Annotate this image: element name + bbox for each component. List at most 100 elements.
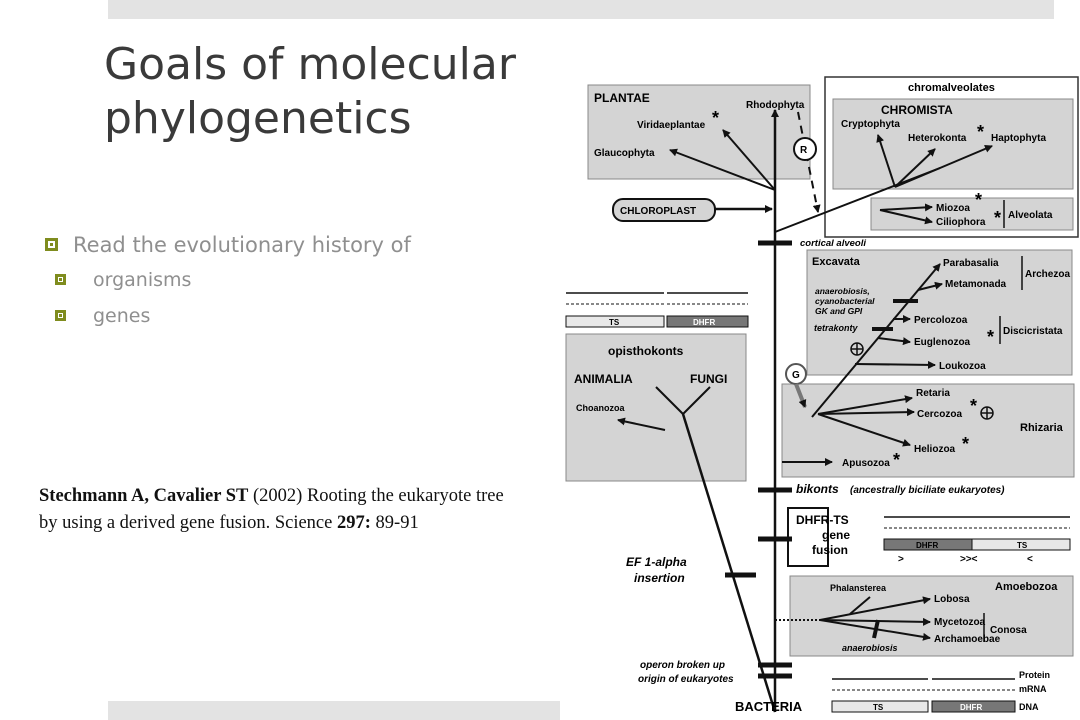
operon-label: origin of eukaryotes xyxy=(638,674,734,685)
heterokonta-label: Heterokonta xyxy=(908,133,967,144)
chromista-box xyxy=(832,98,1074,190)
bact-dhfr-box xyxy=(931,700,1016,713)
ef-label: insertion xyxy=(634,571,685,585)
choanozoa-label: Choanozoa xyxy=(576,403,625,413)
chromista-label: CHROMISTA xyxy=(881,103,953,117)
hapto-arrow xyxy=(894,145,993,188)
lobosa-arrow xyxy=(819,596,931,621)
dhfrts-title: gene xyxy=(822,528,850,542)
title-line-2: phylogenetics xyxy=(104,93,412,144)
anaerobiosis-label: GK and GPI xyxy=(815,306,863,316)
bact-ts-label: TS xyxy=(873,703,884,712)
star-mark: * xyxy=(970,396,977,416)
glauco-arrow xyxy=(669,148,776,191)
operon-label: operon broken up xyxy=(640,660,725,671)
bullet-sub-text: organisms xyxy=(93,269,192,291)
citation-text: Rooting the eukaryote tree by using a de… xyxy=(39,486,504,533)
bullet-main-text: Read the evolutionary history of xyxy=(73,233,411,257)
plantae-label: PLANTAE xyxy=(594,91,650,105)
metamonada-label: Metamonada xyxy=(945,279,1007,290)
cortical-alveoli-label: cortical alveoli xyxy=(800,238,866,249)
citation: Stechmann A, Cavalier ST (2002) Rooting … xyxy=(39,483,519,537)
citation-year: (2002) xyxy=(252,486,303,506)
haptophyta-label: Haptophyta xyxy=(991,133,1046,144)
dhfrts-title: DHFR-TS xyxy=(796,513,849,527)
rhizaria-label: Rhizaria xyxy=(1020,422,1064,434)
heterokonta-arrow xyxy=(894,148,936,188)
loukozoa-label: Loukozoa xyxy=(939,361,986,372)
opisthokont-branch xyxy=(681,413,777,713)
miozoa-arrow xyxy=(879,203,933,212)
plantae-box xyxy=(587,84,811,180)
star-mark: * xyxy=(977,122,984,142)
archezoa-label: Archezoa xyxy=(1025,269,1070,280)
bullet-sub-genes: genes xyxy=(55,298,411,334)
ts-gene-box xyxy=(565,315,665,328)
bullet-square-icon xyxy=(55,310,66,321)
lobosa-label: Lobosa xyxy=(934,594,970,605)
miozoa-label: Miozoa xyxy=(936,203,970,214)
anaerobiosis-label: anaerobiosis, xyxy=(815,286,870,296)
star-mark: * xyxy=(962,434,969,454)
opisthokonts-label: opisthokonts xyxy=(608,344,684,358)
chromalveolates-label: chromalveolates xyxy=(908,82,995,94)
amoebozoa-label: Amoebozoa xyxy=(995,581,1058,593)
chloroplast-label: CHLOROPLAST xyxy=(620,206,696,217)
phylogenetic-tree-diagram: PLANTAE Rhodophyta Viridaeplantae * Glau… xyxy=(565,76,1079,714)
bullet-sub-organisms: organisms xyxy=(55,262,411,298)
g-marker-text: G xyxy=(792,370,800,381)
ef-label: EF 1-alpha xyxy=(626,555,687,569)
dna-label: DNA xyxy=(1019,702,1039,712)
glaucophyta-label: Glaucophyta xyxy=(594,148,655,159)
alveolata-label: Alveolata xyxy=(1008,210,1053,221)
euglenozoa-arrow xyxy=(877,337,911,346)
bacteria-label: BACTERIA xyxy=(735,699,803,714)
apusozoa-label: Apusozoa xyxy=(842,458,890,469)
bact-ts-box xyxy=(831,700,929,713)
gtlt-label: >>< xyxy=(960,554,978,565)
ciliophora-label: Ciliophora xyxy=(936,217,986,228)
g-arrow xyxy=(794,383,807,408)
dhfrts-title: fusion xyxy=(812,543,848,557)
dhfr-gene-box xyxy=(666,315,749,328)
anaerobiosis-label: cyanobacterial xyxy=(815,296,875,306)
conosa-label: Conosa xyxy=(990,625,1027,636)
heliozoa-label: Heliozoa xyxy=(914,444,956,455)
loukozoa-arrow xyxy=(854,360,936,369)
bullet-list: Read the evolutionary history of organis… xyxy=(45,228,411,334)
citation-pages: 89-91 xyxy=(375,513,419,533)
retaria-arrow xyxy=(817,395,913,415)
bullet-main: Read the evolutionary history of xyxy=(45,228,411,262)
slide-title: Goals of molecular phylogenetics xyxy=(104,38,516,146)
dhfrts-box xyxy=(787,507,829,567)
euglenozoa-label: Euglenozoa xyxy=(914,337,971,348)
alveolata-box xyxy=(870,197,1074,231)
protein-label: Protein xyxy=(1019,670,1050,680)
gt-label: > xyxy=(898,554,904,565)
top-decor-bar xyxy=(108,0,1054,19)
mrna-label: mRNA xyxy=(1019,684,1047,694)
ts-fused-box xyxy=(971,538,1071,551)
star-mark: * xyxy=(712,108,719,128)
archamoebae-label: Archamoebae xyxy=(934,634,1001,645)
cercozoa-arrow xyxy=(817,408,915,417)
crypto-arrow xyxy=(876,134,896,188)
dhfr-gene-label: DHFR xyxy=(693,318,715,327)
r-dashed-arrow xyxy=(797,111,821,213)
phalansterea-label: Phalansterea xyxy=(830,583,887,593)
bullet-square-icon xyxy=(45,238,58,251)
heliozoa-arrow xyxy=(817,413,911,447)
star-mark: * xyxy=(994,208,1001,228)
percolozoa-label: Percolozoa xyxy=(914,315,968,326)
cryptophyta-label: Cryptophyta xyxy=(841,119,900,130)
dhfr-label: DHFR xyxy=(916,541,938,550)
ts-label: TS xyxy=(1017,541,1028,550)
r-marker-icon xyxy=(793,137,817,161)
tetrakonty-label: tetrakonty xyxy=(814,323,859,333)
anaerobiosis-tick xyxy=(872,619,880,639)
fungi-label: FUNGI xyxy=(690,372,727,386)
choanozoa-arrow xyxy=(617,417,666,431)
bottom-decor-bar xyxy=(108,701,560,720)
bikonts-note: (ancestrally biciliate eukaryotes) xyxy=(850,485,1005,496)
discicristata-label: Discicristata xyxy=(1003,326,1063,337)
